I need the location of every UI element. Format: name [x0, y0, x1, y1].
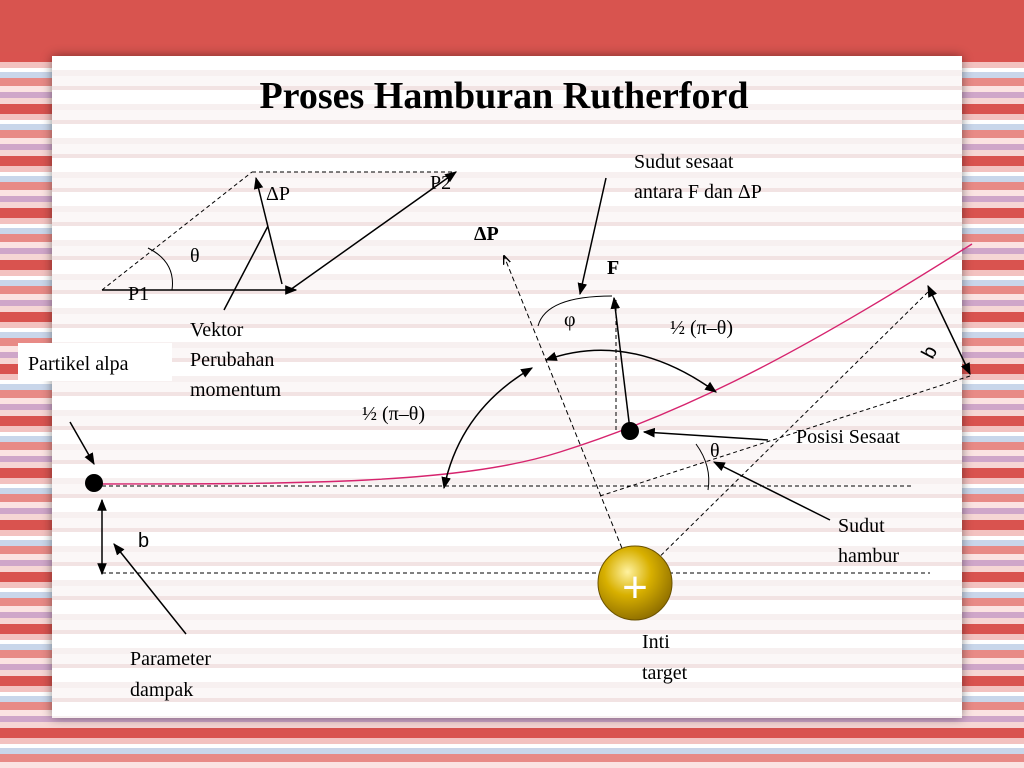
posisi-sesaat-label: Posisi Sesaat [796, 426, 900, 448]
phi-label: φ [564, 309, 576, 331]
b-label-right: b [917, 342, 942, 362]
theta-arc-small [147, 247, 173, 291]
vektor-label-2: Perubahan [190, 349, 274, 371]
delta-p-direction-line [504, 256, 635, 579]
page-title: Proses Hamburan Rutherford [259, 75, 748, 117]
inti-label-2: target [642, 662, 688, 684]
p1-label: P1 [128, 283, 149, 305]
momentum-triangle [101, 171, 457, 311]
p2-label: P2 [430, 172, 451, 194]
partikel-pointer [69, 421, 95, 466]
alpha-trajectory [93, 243, 973, 485]
parameter-label-1: Parameter [130, 648, 211, 670]
delta-p-vector [253, 176, 283, 285]
alpha-particle-start [85, 474, 103, 492]
parameter-pointer [113, 543, 187, 635]
b-label-left: b [138, 530, 149, 552]
target-nucleus [597, 545, 673, 621]
sudut-hambur-label-2: hambur [838, 545, 899, 567]
theta-label-small: θ [190, 245, 200, 267]
theta-label-main: θ [710, 440, 720, 462]
target-plus-sign: + [622, 563, 648, 612]
alpha-particle-instant [621, 422, 639, 440]
theta-arc-main [695, 443, 710, 491]
outgoing-asymptote-line [635, 289, 931, 581]
sudut-hambur-label-1: Sudut [838, 515, 885, 537]
partikel-alpa-label: Partikel alpa [28, 353, 129, 375]
force-label: F [607, 257, 619, 279]
half-angle-label-left: ½ (π–θ) [362, 403, 425, 425]
p2-vector [289, 171, 457, 291]
sudut-sesaat-label-2: antara F dan ΔP [634, 181, 762, 203]
sudut-sesaat-pointer [577, 177, 607, 296]
top-band [0, 0, 1024, 52]
vektor-label-3: momentum [190, 379, 282, 401]
dashed-side-left [101, 171, 253, 291]
vektor-label-1: Vektor [190, 319, 244, 341]
sudut-sesaat-label-1: Sudut sesaat [634, 151, 734, 173]
inti-label-1: Inti [642, 631, 670, 653]
parameter-label-2: dampak [130, 679, 193, 701]
vektor-pointer-line [223, 225, 269, 311]
half-angle-arc-right [544, 349, 717, 393]
half-angle-arc-left [441, 367, 534, 490]
delta-p-label-small: ΔP [266, 183, 290, 205]
phi-arc [537, 295, 613, 327]
partikel-alpa-box [18, 343, 172, 381]
outgoing-parallel-line [599, 375, 971, 497]
delta-p-label-main: ΔP [474, 223, 499, 245]
impact-parameter-arrow-right [927, 284, 971, 376]
posisi-sesaat-pointer [642, 427, 769, 441]
half-angle-label-right: ½ (π–θ) [670, 317, 733, 339]
sudut-hambur-pointer [712, 461, 831, 521]
